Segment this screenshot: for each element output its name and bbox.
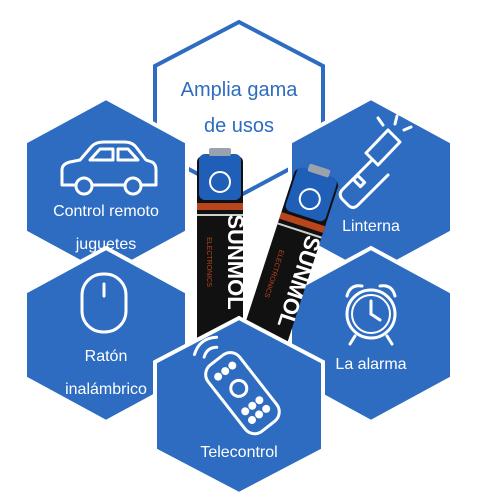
- battery-left-subtext: ELECTRONICS: [205, 237, 212, 287]
- label-remote: Telecontrol: [155, 436, 323, 469]
- label-toy-car: Control remoto juguetes: [25, 195, 187, 261]
- label-mouse-line1: Ratón: [84, 348, 128, 365]
- label-toy-car-line2: juguetes: [75, 236, 137, 253]
- alarm-clock-icon: [345, 284, 397, 346]
- center-title-line2: de usos: [203, 115, 275, 137]
- label-mouse-line2: inalámbrico: [65, 381, 147, 398]
- mouse-icon: [80, 272, 128, 334]
- battery-left-brand: SUNMOL: [223, 214, 248, 309]
- label-flashlight-line1: Linterna: [342, 218, 400, 235]
- flashlight-icon: [338, 114, 413, 209]
- label-alarm-line1: La alarma: [335, 356, 407, 373]
- center-title-line1: Amplia gama: [180, 79, 298, 101]
- car-icon: [60, 140, 158, 196]
- battery-left: SUNMOL ELECTRONICS: [197, 148, 248, 356]
- hexagon-mouse: [23, 245, 189, 425]
- label-flashlight: Linterna: [290, 210, 452, 243]
- center-title: Amplia gama de usos: [155, 72, 323, 144]
- remote-control-icon: [192, 335, 281, 436]
- label-remote-line1: Telecontrol: [200, 444, 278, 461]
- label-mouse: Ratón inalámbrico: [25, 340, 187, 406]
- label-toy-car-line1: Control remoto: [53, 203, 159, 220]
- label-alarm: La alarma: [290, 348, 452, 381]
- hexagon-remote: [153, 315, 325, 497]
